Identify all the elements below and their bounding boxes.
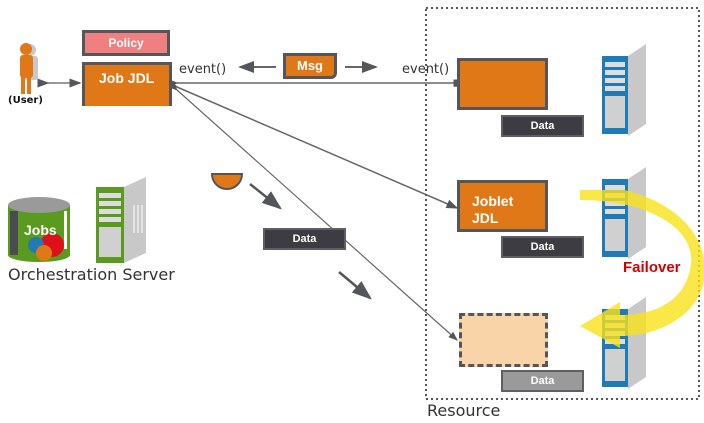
data-tag-resource-3: Data	[501, 370, 584, 392]
user-icon	[20, 43, 38, 94]
resource-boundary	[425, 7, 700, 400]
data-tag-resource-1: Data	[501, 115, 584, 137]
msg-box: Msg	[283, 53, 337, 79]
job-jdl-label: Job JDL	[99, 70, 155, 86]
resource-server-icon-1	[602, 44, 646, 136]
joblet-label-line2: JDL	[472, 210, 499, 226]
joblet-jdl-box[interactable]: Joblet JDL	[457, 180, 548, 232]
event-label-right: event()	[402, 62, 450, 77]
data-fragment-icon	[210, 173, 244, 190]
orchestration-server-label: Orchestration Server	[8, 265, 175, 284]
data-flow-arrow-1	[249, 183, 282, 210]
failover-arrow-icon	[580, 190, 704, 348]
data-tag-resource-2: Data	[501, 236, 584, 258]
joblet-label-line1: Joblet	[472, 193, 514, 209]
jobs-database-icon	[8, 197, 70, 262]
policy-label: Policy	[108, 36, 144, 50]
user-label: (User)	[8, 95, 43, 106]
job-jdl-box[interactable]: Job JDL	[82, 62, 172, 106]
policy-box: Policy	[82, 30, 170, 56]
resource-label: Resource	[427, 401, 501, 420]
data-tag-center: Data	[263, 228, 346, 250]
jobs-label: Jobs	[24, 222, 57, 238]
failover-target-box	[459, 313, 548, 367]
orchestration-server-icon	[96, 177, 146, 263]
event-line-ghost	[168, 81, 458, 341]
msg-label: Msg	[297, 58, 323, 73]
event-label-left: event()	[179, 62, 227, 77]
failover-label: Failover	[623, 259, 681, 276]
resource-job-box[interactable]	[457, 58, 548, 110]
data-flow-arrow-2	[338, 271, 372, 300]
